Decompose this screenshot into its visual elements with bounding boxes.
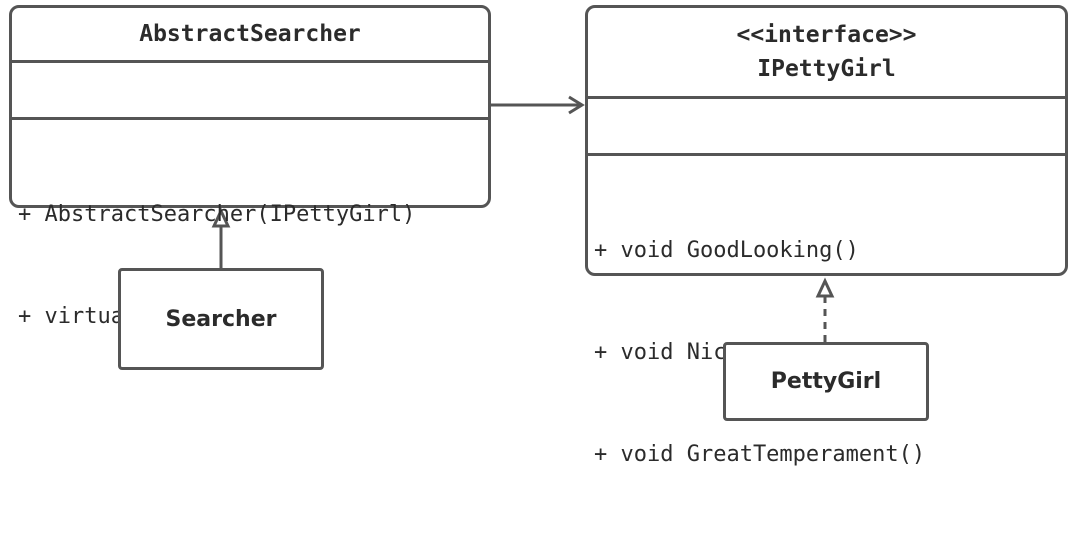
ipetty-girl-header: <<interface>> IPettyGirl <box>588 8 1065 99</box>
connectors <box>211 95 835 343</box>
petty-girl-class[interactable]: PettyGirl <box>723 342 929 421</box>
abstract-searcher-attributes <box>12 63 488 120</box>
searcher-class[interactable]: Searcher <box>118 268 324 370</box>
generalization-arrowhead <box>211 207 231 228</box>
stereotype: <<interface>> <box>736 22 917 48</box>
ipetty-girl-attributes <box>588 99 1065 156</box>
class-name: PettyGirl <box>770 369 882 394</box>
class-name: IPettyGirl <box>757 56 896 82</box>
class-name: Searcher <box>165 306 277 332</box>
association-arrowhead <box>568 95 585 115</box>
ipetty-girl-interface[interactable]: <<interface>> IPettyGirl + void GoodLook… <box>585 5 1068 467</box>
abstract-searcher-class[interactable]: AbstractSearcher + AbstractSearcher(IPet… <box>9 5 491 329</box>
method: + void GreatTemperament() <box>594 442 926 467</box>
method: + void GoodLooking() <box>594 238 859 263</box>
abstract-searcher-header: AbstractSearcher <box>12 8 488 63</box>
class-name: AbstractSearcher <box>139 21 361 47</box>
realization-arrowhead <box>815 277 835 298</box>
method: + AbstractSearcher(IPettyGirl) <box>18 202 416 227</box>
